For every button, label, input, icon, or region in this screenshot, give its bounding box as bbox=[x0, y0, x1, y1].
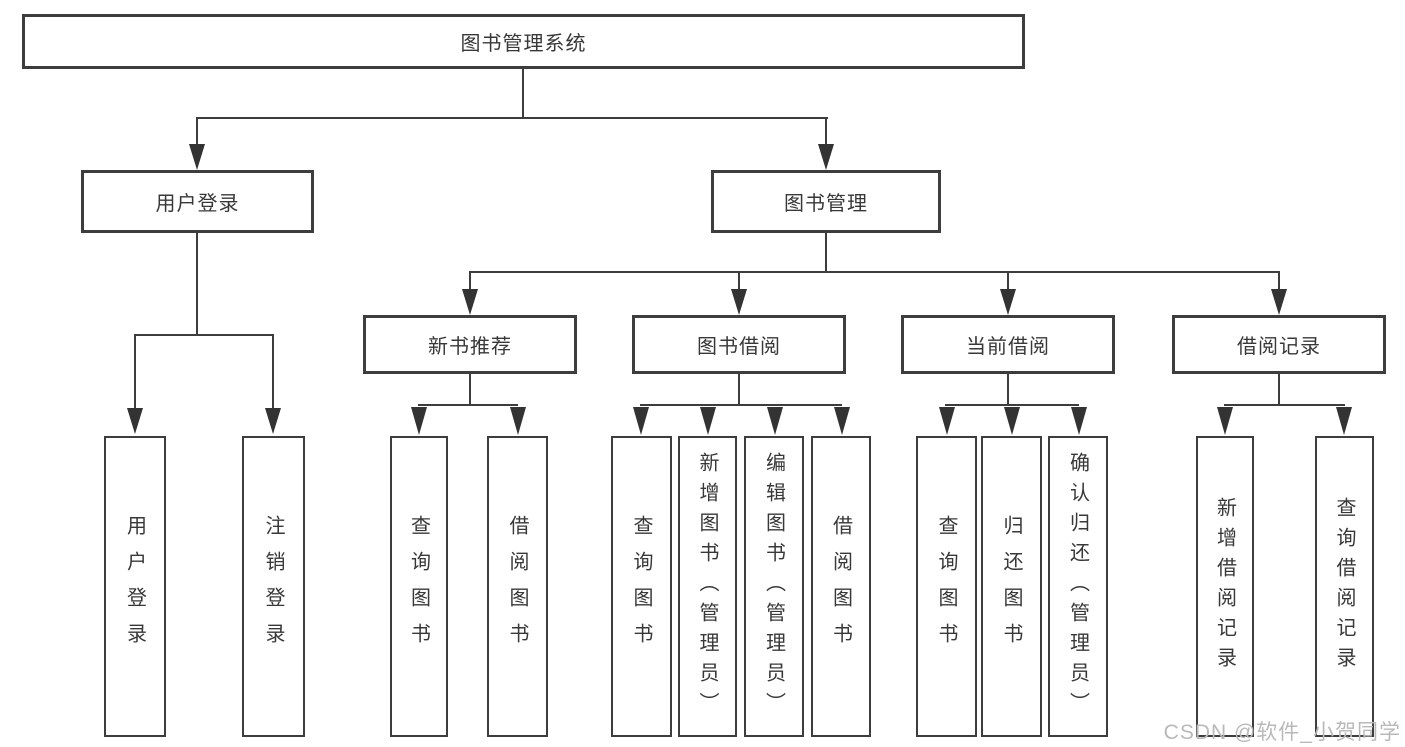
connector-borrow-record-rail bbox=[1224, 404, 1345, 406]
node-current-borrow: 当前借阅 bbox=[901, 315, 1115, 374]
leaf-borrow-book-2: 借阅图书 bbox=[811, 436, 871, 737]
arrow-to-add-book bbox=[700, 407, 716, 435]
node-book-management: 图书管理 bbox=[711, 170, 941, 233]
connector-drop-leaf-user-login bbox=[134, 334, 136, 410]
arrow-to-edit-book bbox=[767, 407, 783, 435]
node-user-login: 用户登录 bbox=[81, 170, 314, 233]
connector-drop-new-book bbox=[469, 271, 471, 291]
connector-borrow-record-stem bbox=[1278, 374, 1280, 406]
connector-root-rail bbox=[196, 117, 828, 119]
leaf-edit-book-admin: 编辑图书（管理员） bbox=[744, 436, 804, 737]
leaf-add-borrow-record: 新增借阅记录 bbox=[1196, 436, 1254, 737]
node-book-borrow: 图书借阅 bbox=[632, 315, 846, 374]
arrow-to-query-book-3 bbox=[939, 407, 955, 435]
connector-drop-user-login bbox=[196, 117, 198, 148]
connector-drop-borrow-record bbox=[1278, 271, 1280, 291]
leaf-query-book-1: 查询图书 bbox=[390, 436, 448, 737]
leaf-logout-login: 注销登录 bbox=[242, 436, 305, 737]
connector-user-login-rail bbox=[134, 334, 274, 336]
node-new-book-recommend: 新书推荐 bbox=[363, 315, 577, 374]
connector-new-book-stem bbox=[469, 374, 471, 406]
arrow-to-borrow-book-1 bbox=[510, 407, 526, 435]
arrow-to-return-book bbox=[1004, 407, 1020, 435]
leaf-query-book-3: 查询图书 bbox=[916, 436, 977, 737]
leaf-user-login: 用户登录 bbox=[104, 436, 166, 737]
connector-user-login-stem bbox=[196, 233, 198, 336]
arrow-to-borrow-record bbox=[1271, 289, 1287, 315]
connector-current-borrow-rail bbox=[945, 404, 1079, 406]
arrow-to-add-borrow-record bbox=[1217, 407, 1233, 435]
arrow-to-leaf-user-login bbox=[127, 408, 143, 434]
connector-drop-book-borrow bbox=[738, 271, 740, 291]
arrow-to-borrow-book-2 bbox=[834, 407, 850, 435]
arrow-to-query-borrow-record bbox=[1336, 407, 1352, 435]
leaf-add-book-admin: 新增图书（管理员） bbox=[678, 436, 737, 737]
connector-current-borrow-stem bbox=[1007, 374, 1009, 406]
node-library-management-system: 图书管理系统 bbox=[22, 14, 1025, 69]
arrow-to-book-borrow bbox=[731, 289, 747, 315]
connector-root-stem bbox=[522, 68, 524, 119]
arrow-to-query-book-2 bbox=[633, 407, 649, 435]
leaf-return-book: 归还图书 bbox=[981, 436, 1042, 737]
arrow-to-book-management bbox=[818, 144, 834, 170]
arrow-to-current-borrow bbox=[1000, 289, 1016, 315]
arrow-to-query-book-1 bbox=[411, 407, 427, 435]
node-borrow-record: 借阅记录 bbox=[1172, 315, 1386, 374]
leaf-confirm-return-admin: 确认归还（管理员） bbox=[1048, 436, 1108, 737]
watermark: CSDN @软件_小贺同学 bbox=[1163, 721, 1401, 744]
connector-book-management-stem bbox=[825, 233, 827, 273]
connector-book-borrow-rail bbox=[640, 404, 842, 406]
connector-book-management-rail bbox=[469, 271, 1280, 273]
leaf-query-book-2: 查询图书 bbox=[611, 436, 672, 737]
leaf-query-borrow-record: 查询借阅记录 bbox=[1315, 436, 1374, 737]
arrow-to-user-login bbox=[189, 144, 205, 170]
connector-new-book-rail bbox=[418, 404, 518, 406]
arrow-to-new-book bbox=[462, 289, 478, 315]
connector-drop-current-borrow bbox=[1007, 271, 1009, 291]
connector-drop-book-management bbox=[825, 117, 827, 148]
arrow-to-confirm-return bbox=[1071, 407, 1087, 435]
connector-book-borrow-stem bbox=[738, 374, 740, 406]
leaf-borrow-book-1: 借阅图书 bbox=[487, 436, 548, 737]
arrow-to-leaf-logout bbox=[265, 408, 281, 434]
connector-drop-leaf-logout bbox=[272, 334, 274, 410]
